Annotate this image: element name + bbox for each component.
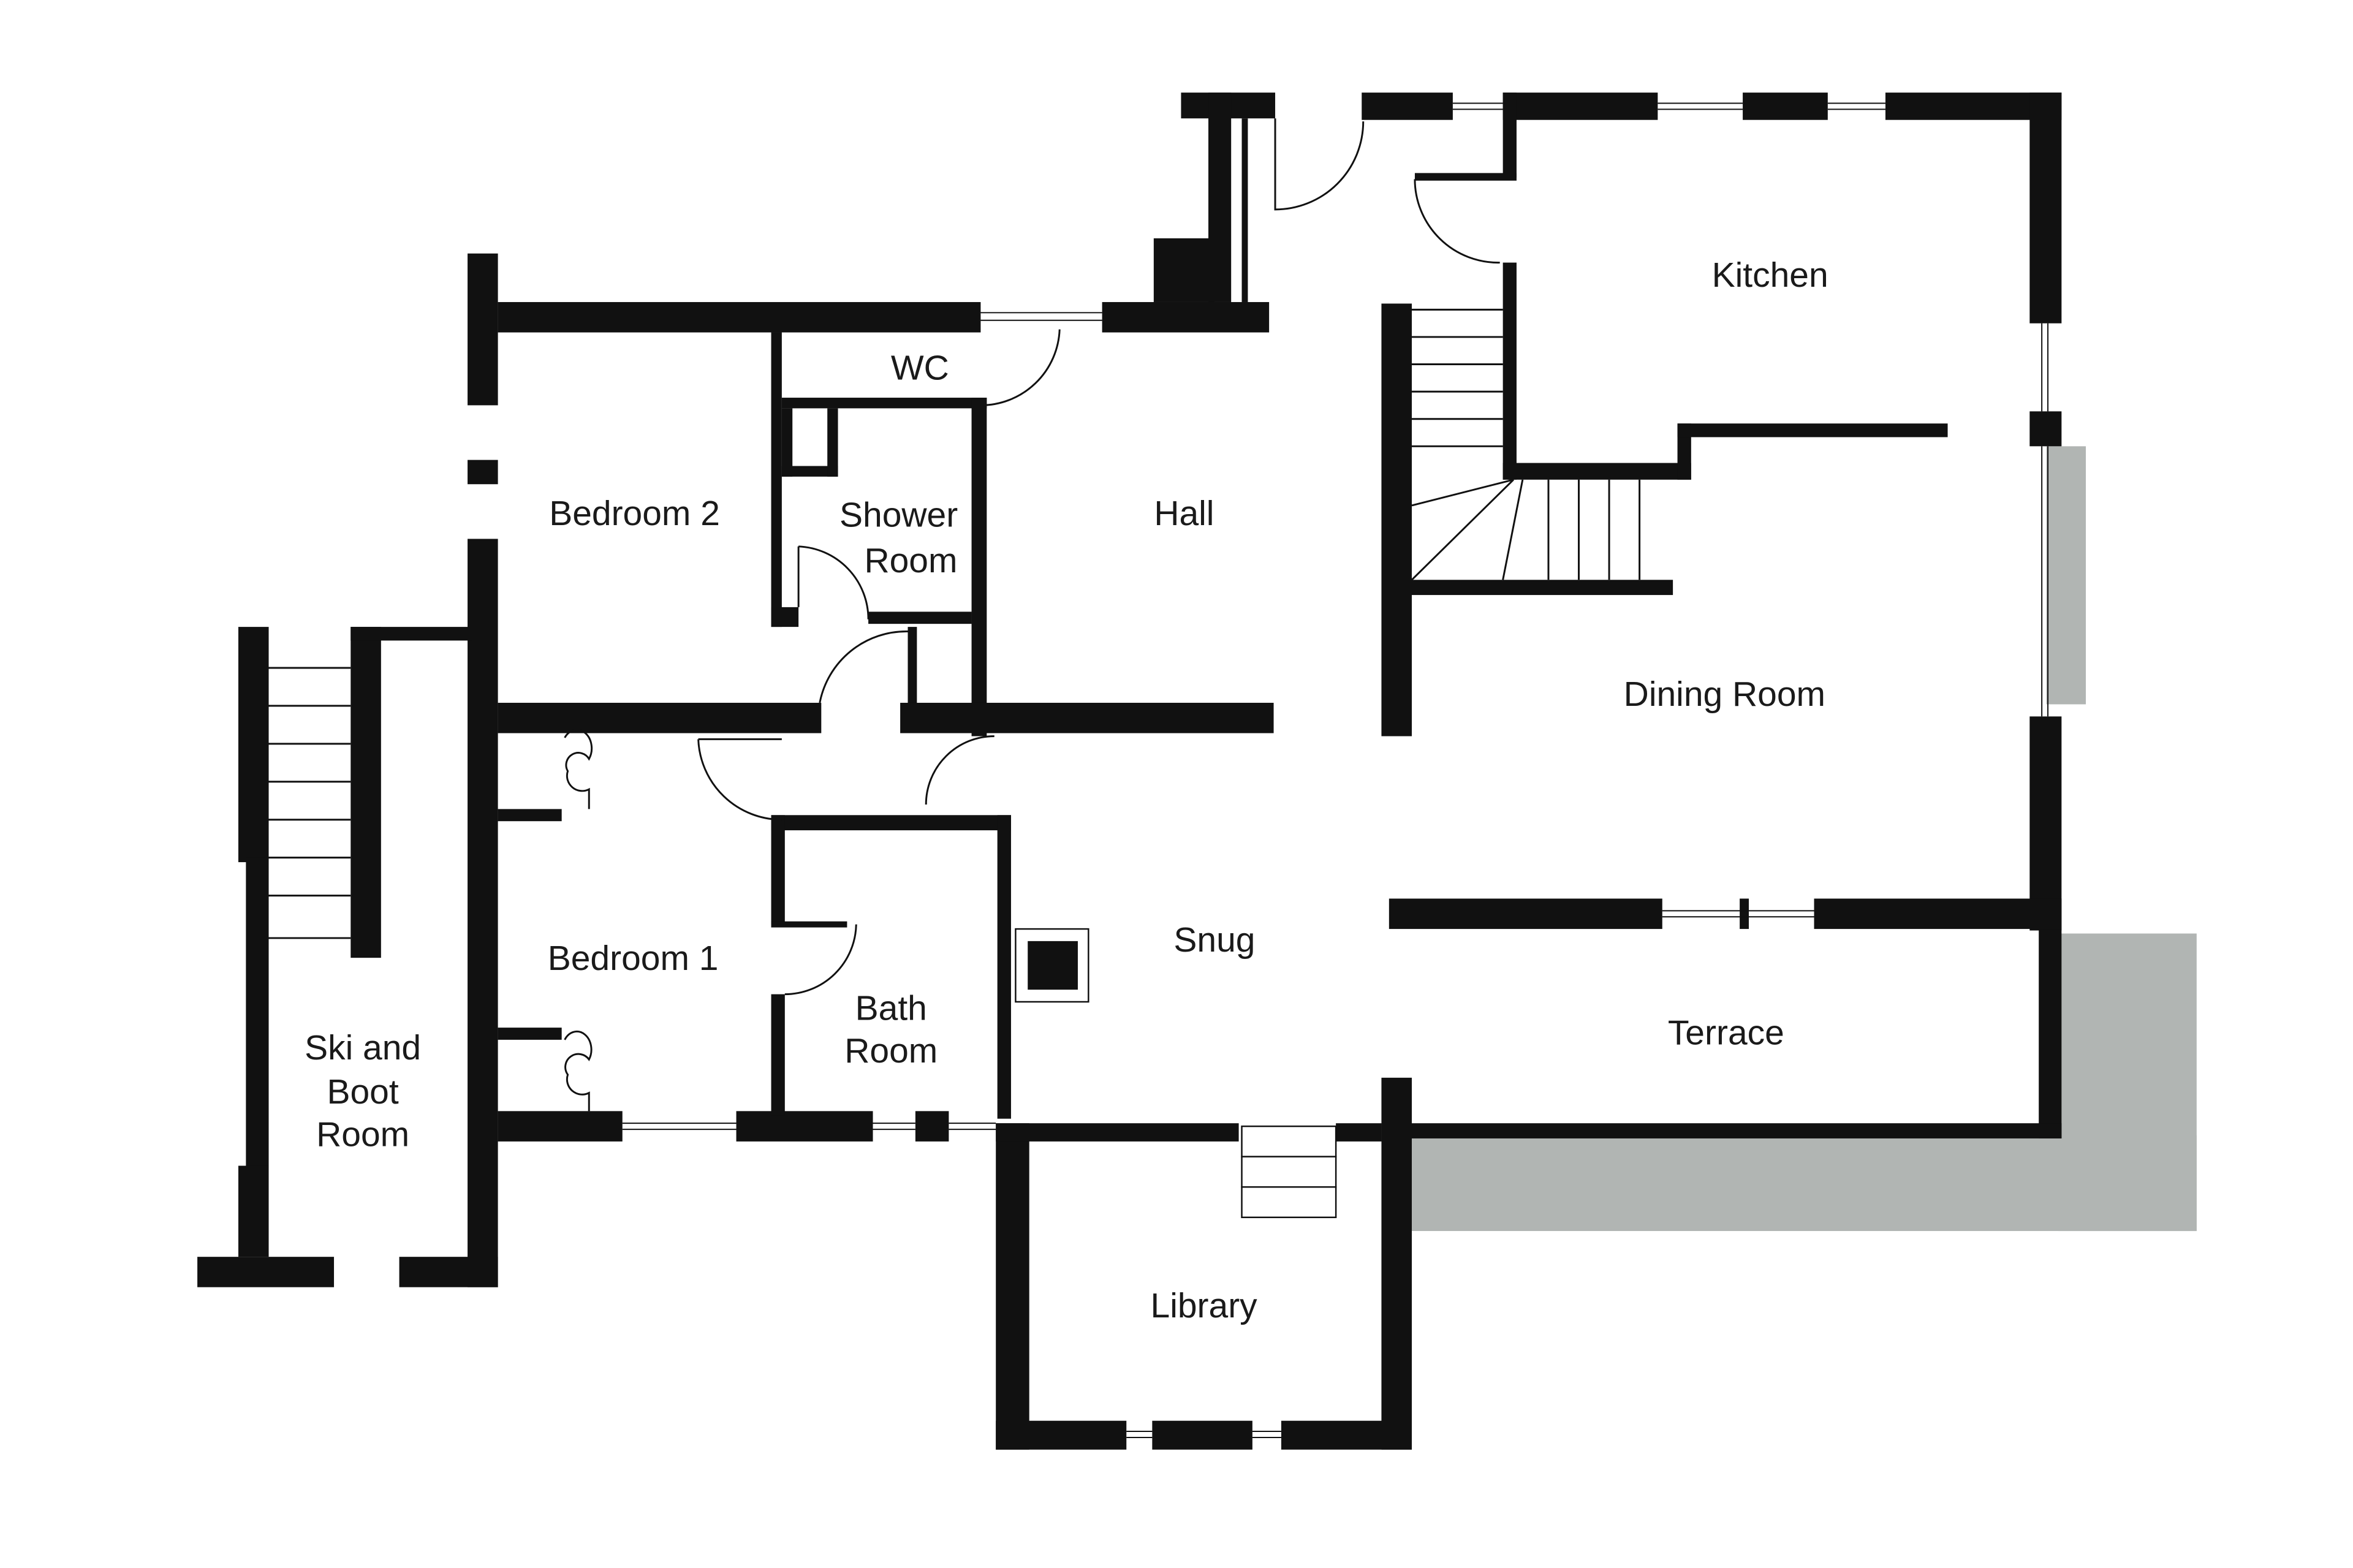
label-shower-room-line2: Room xyxy=(864,541,957,580)
main-staircase xyxy=(1411,308,1641,581)
fireplace xyxy=(1028,941,1078,990)
label-library: Library xyxy=(1151,1286,1258,1325)
label-ski-room-line3: Room xyxy=(316,1115,409,1154)
label-kitchen: Kitchen xyxy=(1712,256,1828,295)
doors xyxy=(564,118,1500,1112)
room-labels: Kitchen WC Bedroom 2 Shower Room Hall Di… xyxy=(305,256,1828,1325)
windows xyxy=(622,102,2049,1438)
label-snug: Snug xyxy=(1173,920,1255,960)
label-shower-room-line1: Shower xyxy=(839,496,958,535)
label-bath-room-line1: Bath xyxy=(855,989,927,1028)
label-bedroom-2: Bedroom 2 xyxy=(549,494,720,533)
label-bath-room-line2: Room xyxy=(844,1031,938,1070)
walls xyxy=(197,93,2062,1450)
exterior-paving xyxy=(1412,446,2197,1232)
library-steps xyxy=(1241,1125,1337,1218)
label-ski-room-line1: Ski and xyxy=(305,1028,421,1067)
label-hall: Hall xyxy=(1154,494,1214,533)
label-wc: WC xyxy=(891,348,949,387)
label-terrace: Terrace xyxy=(1668,1013,1784,1052)
label-dining-room: Dining Room xyxy=(1624,675,1825,714)
ski-room-staircase xyxy=(268,667,351,939)
terrace-paving-south xyxy=(1412,1135,2197,1232)
label-bedroom-1: Bedroom 1 xyxy=(548,939,719,978)
balcony-strip xyxy=(2046,446,2086,705)
label-ski-room-line2: Boot xyxy=(327,1072,398,1112)
